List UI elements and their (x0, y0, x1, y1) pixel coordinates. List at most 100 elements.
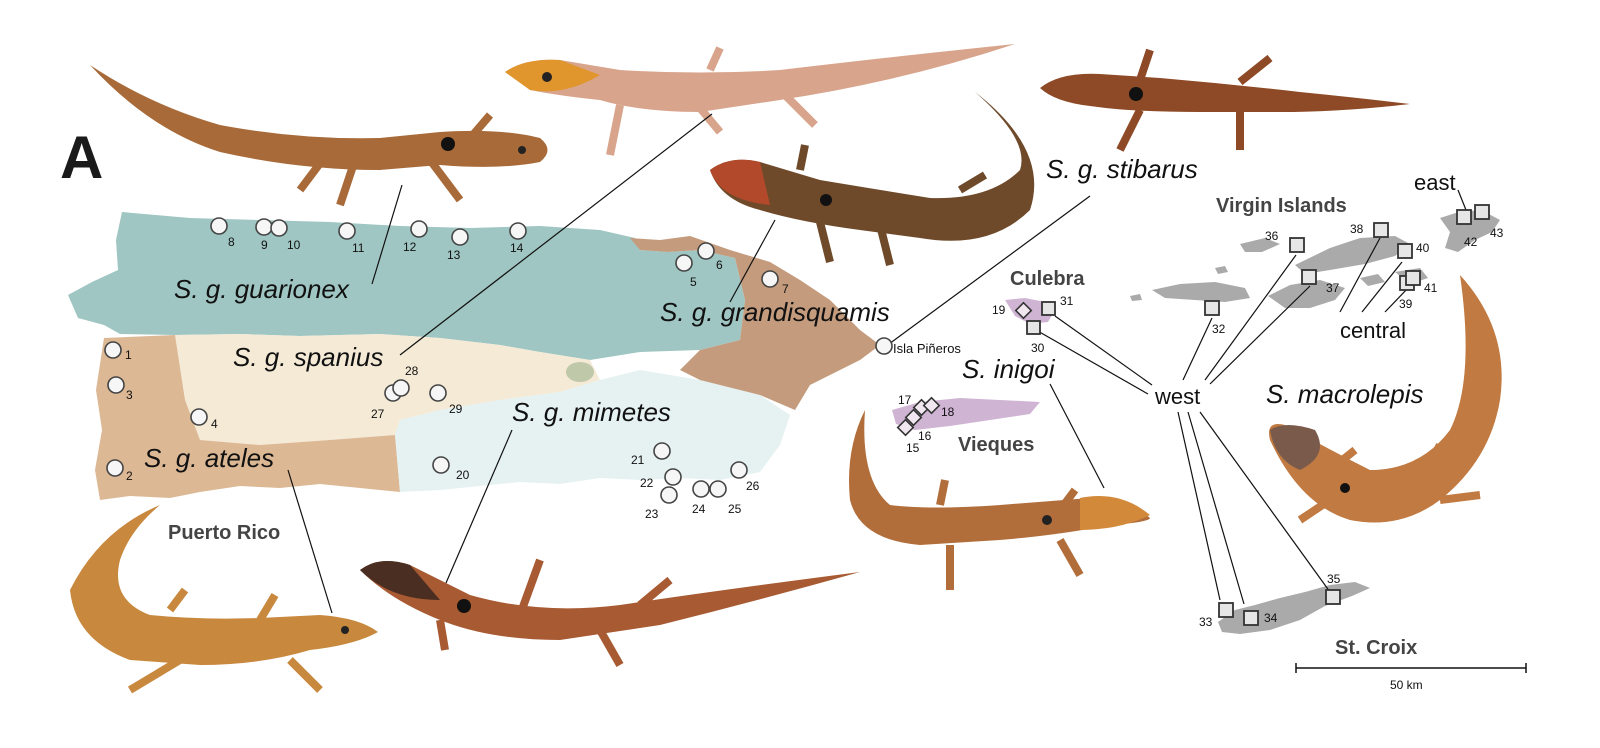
leader-west-36 (1204, 254, 1297, 381)
island-st-john (1268, 280, 1345, 308)
leader-west-35 (1199, 411, 1331, 593)
site-label-24: 24 (692, 502, 706, 516)
site-marker-24 (692, 480, 710, 498)
site-marker-28 (392, 379, 410, 397)
site-label-20: 20 (456, 468, 470, 482)
marsh-patch (566, 362, 594, 382)
site-marker-3 (107, 376, 125, 394)
site-marker-38 (1373, 222, 1389, 238)
scale-bar-label: 50 km (1390, 678, 1423, 692)
site-marker-19 (1014, 301, 1033, 320)
site-marker-11 (338, 222, 356, 240)
site-marker-41 (1405, 270, 1421, 286)
site-label-6: 6 (716, 258, 723, 272)
site-label-40: 40 (1416, 241, 1430, 255)
site-marker-33 (1218, 602, 1234, 618)
gecko-grandisquamis-photo (710, 92, 1035, 266)
label-ateles: S. g. ateles (144, 443, 274, 473)
leader-central-38 (1339, 237, 1381, 313)
site-marker-29 (429, 384, 447, 402)
gecko-guarionex-photo (90, 65, 548, 207)
site-marker-31 (1041, 301, 1056, 316)
site-marker-10 (270, 219, 288, 237)
site-marker-7 (761, 270, 779, 288)
site-marker-2 (106, 459, 124, 477)
leader-ateles (287, 469, 333, 614)
region-mimetes (395, 370, 790, 492)
gecko-spanius-photo (505, 44, 1015, 156)
site-marker-34 (1243, 610, 1259, 626)
site-marker-30 (1026, 320, 1041, 335)
site-marker-36 (1289, 237, 1305, 253)
site-label-5: 5 (690, 275, 697, 289)
site-label-38: 38 (1350, 222, 1364, 236)
leader-west-30 (1035, 329, 1149, 395)
site-label-10: 10 (287, 238, 301, 252)
site-marker-16 (904, 408, 923, 427)
site-marker-43 (1474, 204, 1490, 220)
site-label-37: 37 (1326, 281, 1340, 295)
site-label-2: 2 (126, 469, 133, 483)
scale-bar: 50 km (1295, 663, 1527, 692)
site-label-9: 9 (261, 238, 268, 252)
site-marker-20 (432, 456, 450, 474)
leader-west-34 (1187, 411, 1245, 605)
site-marker-12 (410, 220, 428, 238)
island-small-2 (1360, 274, 1385, 286)
site-numbers: 1 2 3 4 5 6 7 8 9 10 11 12 13 14 15 16 1… (125, 222, 1504, 629)
leader-west-37 (1209, 285, 1311, 385)
site-marker-25 (709, 480, 727, 498)
panel-label: A (60, 124, 103, 191)
leader-mimetes (445, 429, 513, 584)
diamond-sites (896, 301, 1033, 437)
label-grandisquamis: S. g. grandisquamis (660, 297, 890, 327)
site-label-27: 27 (371, 407, 385, 421)
site-marker-40 (1397, 243, 1413, 259)
leader-guarionex (371, 184, 403, 285)
site-label-26: 26 (746, 479, 760, 493)
square-sites (1026, 204, 1490, 626)
site-label-17: 17 (898, 393, 912, 407)
site-label-36: 36 (1265, 229, 1279, 243)
label-virgin-islands: Virgin Islands (1216, 195, 1347, 217)
island-small-4 (1215, 266, 1228, 274)
site-label-16: 16 (918, 429, 932, 443)
island-st-thomas (1152, 282, 1250, 302)
site-marker-42 (1456, 209, 1472, 225)
label-mimetes: S. g. mimetes (512, 397, 671, 427)
leader-inigoi (1049, 383, 1105, 489)
region-grandisquamis (630, 236, 880, 410)
island-st-croix-shape (1218, 582, 1370, 634)
site-label-35: 35 (1327, 572, 1341, 586)
site-label-29: 29 (449, 402, 463, 416)
site-marker-5 (675, 254, 693, 272)
site-marker-9 (255, 218, 273, 236)
site-label-33: 33 (1199, 615, 1213, 629)
site-marker-37 (1301, 269, 1317, 285)
leader-spanius (399, 113, 713, 356)
gecko-mimetes-photo (360, 558, 860, 667)
site-label-12: 12 (403, 240, 417, 254)
gecko-inigoi-photo (849, 410, 1150, 590)
site-marker-pineros (875, 337, 893, 355)
site-marker-8 (210, 217, 228, 235)
site-label-25: 25 (728, 502, 742, 516)
island-tortola (1295, 236, 1410, 274)
leader-central-40 (1361, 261, 1403, 313)
label-isla-pineros: Isla Piñeros (893, 341, 961, 356)
site-marker-15 (896, 418, 915, 437)
site-marker-13 (451, 228, 469, 246)
gecko-macrolepis-photo (1269, 275, 1502, 524)
site-label-15: 15 (906, 441, 920, 455)
label-puerto-rico: Puerto Rico (168, 522, 280, 544)
site-label-14: 14 (510, 241, 524, 255)
label-inigoi: S. inigoi (962, 354, 1056, 384)
label-east: east (1414, 170, 1456, 195)
site-label-22: 22 (640, 476, 654, 490)
site-label-39: 39 (1399, 297, 1413, 311)
site-label-18: 18 (941, 405, 955, 419)
site-marker-23 (660, 486, 678, 504)
site-label-42: 42 (1464, 235, 1478, 249)
site-label-23: 23 (645, 507, 659, 521)
